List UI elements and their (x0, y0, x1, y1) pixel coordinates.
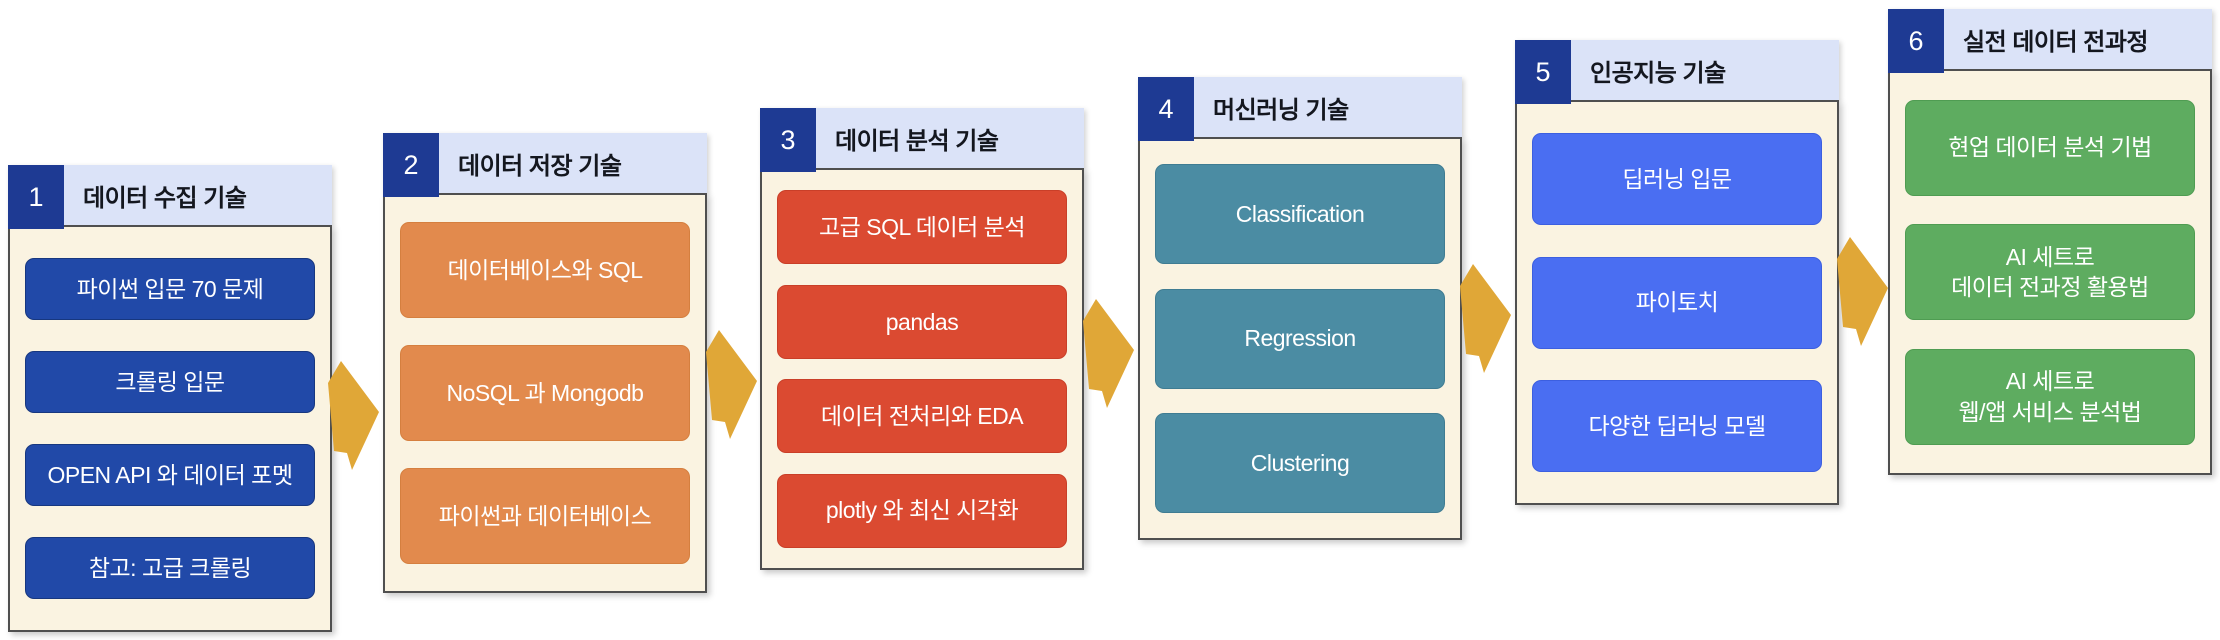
course-item: AI 세트로 데이터 전과정 활용법 (1905, 224, 2195, 320)
stage-body: 현업 데이터 분석 기법 AI 세트로 데이터 전과정 활용법 AI 세트로 웹/앱… (1888, 69, 2212, 475)
course-item: Classification (1155, 163, 1445, 264)
course-item: 딥러닝 입문 (1532, 133, 1822, 226)
stage-number-badge: 6 (1888, 9, 1944, 73)
course-item: 데이터베이스와 SQL (400, 222, 690, 318)
stage-title: 머신러닝 기술 (1194, 77, 1462, 137)
flow-arrow-icon (1083, 299, 1136, 409)
stage-title: 데이터 분석 기술 (816, 108, 1084, 168)
course-item: 파이썬 입문 70 문제 (25, 258, 315, 320)
course-item: plotly 와 최신 시각화 (777, 473, 1067, 548)
flow-arrow-icon (706, 330, 759, 440)
course-item: 파이썬과 데이터베이스 (400, 468, 690, 564)
stage-body: 데이터베이스와 SQL NoSQL 과 Mongodb 파이썬과 데이터베이스 (383, 193, 707, 593)
stage-title: 데이터 수집 기술 (64, 165, 332, 225)
flow-arrow-icon (1460, 264, 1513, 374)
course-item: Regression (1155, 288, 1445, 389)
course-item: 다양한 딥러닝 모델 (1532, 379, 1822, 472)
course-item: 파이토치 (1532, 256, 1822, 349)
course-item: 고급 SQL 데이터 분석 (777, 190, 1067, 265)
stage-number-badge: 2 (383, 133, 439, 197)
course-item: NoSQL 과 Mongodb (400, 345, 690, 441)
course-item: 참고: 고급 크롤링 (25, 537, 315, 599)
stage-number-badge: 5 (1515, 40, 1571, 104)
course-item: 크롤링 입문 (25, 351, 315, 413)
stage-number-badge: 3 (760, 108, 816, 172)
stage-number-badge: 1 (8, 165, 64, 229)
course-item: Clustering (1155, 413, 1445, 514)
flow-arrow-icon (328, 361, 381, 471)
stage-title: 인공지능 기술 (1571, 40, 1839, 100)
course-item: 현업 데이터 분석 기법 (1905, 99, 2195, 196)
flow-arrow-icon (1837, 237, 1890, 347)
course-item: pandas (777, 284, 1067, 359)
course-item: 데이터 전처리와 EDA (777, 379, 1067, 454)
stage-title: 실전 데이터 전과정 (1944, 9, 2212, 69)
course-item: AI 세트로 웹/앱 서비스 분석법 (1905, 348, 2195, 445)
stage-body: 고급 SQL 데이터 분석 pandas 데이터 전처리와 EDA plotly 와 … (760, 168, 1084, 570)
stage-number-badge: 4 (1138, 77, 1194, 141)
stage-title: 데이터 저장 기술 (439, 133, 707, 193)
course-item: OPEN API 와 데이터 포멧 (25, 444, 315, 506)
